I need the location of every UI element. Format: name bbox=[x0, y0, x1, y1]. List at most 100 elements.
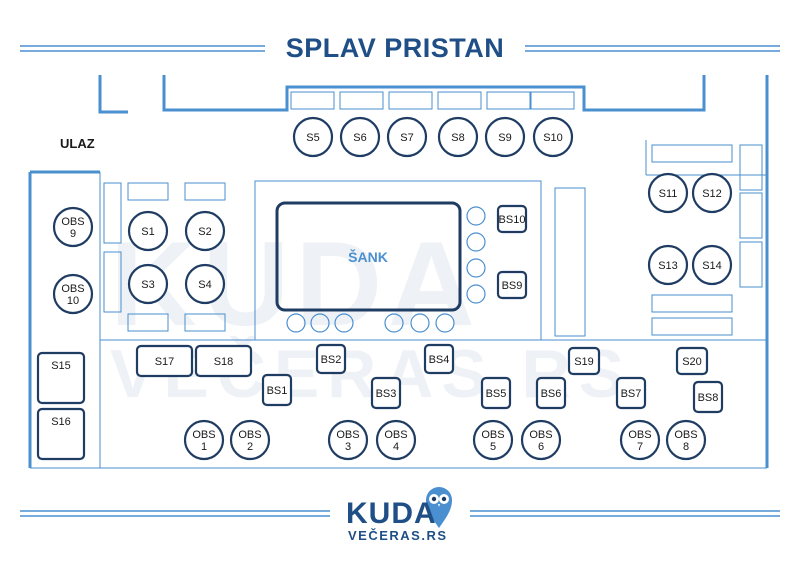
table-s11: S11 bbox=[647, 172, 689, 214]
title-rules bbox=[20, 45, 780, 52]
table-label: OBS bbox=[674, 429, 697, 441]
table-s7: S7 bbox=[386, 116, 428, 158]
table-s13: S13 bbox=[647, 244, 689, 286]
owl-pin-icon bbox=[426, 487, 452, 528]
table-s20: S20 bbox=[675, 346, 709, 376]
table-label: 6 bbox=[538, 441, 544, 453]
table-label: S2 bbox=[198, 226, 211, 238]
entrance-label: ULAZ bbox=[60, 136, 95, 151]
logo-rules bbox=[20, 510, 780, 517]
table-label: OBS bbox=[192, 429, 215, 441]
table-bs10: BS10 bbox=[496, 204, 528, 234]
logo-word: KUDA bbox=[346, 497, 437, 530]
table-s9: S9 bbox=[484, 116, 526, 158]
table-label: S14 bbox=[702, 260, 722, 272]
table-label: S17 bbox=[155, 356, 175, 368]
table-label: BS1 bbox=[267, 385, 288, 397]
table-label: S7 bbox=[400, 132, 413, 144]
table-label: S9 bbox=[498, 132, 511, 144]
table-s18: S18 bbox=[194, 344, 253, 378]
table-label: BS8 bbox=[698, 392, 719, 404]
table-label: BS2 bbox=[321, 354, 342, 366]
table-label: 9 bbox=[70, 228, 76, 240]
table-label: S20 bbox=[682, 356, 702, 368]
table-label: BS10 bbox=[499, 214, 526, 226]
table-s3: S3 bbox=[127, 263, 169, 305]
table-label: BS3 bbox=[376, 388, 397, 400]
table-label: S6 bbox=[353, 132, 366, 144]
table-bs4: BS4 bbox=[423, 343, 455, 375]
table-s2: S2 bbox=[184, 210, 226, 252]
table-s10: S10 bbox=[532, 116, 574, 158]
table-label: S19 bbox=[574, 356, 594, 368]
table-label: 8 bbox=[683, 441, 689, 453]
table-label: S3 bbox=[141, 279, 154, 291]
table-label: S12 bbox=[702, 188, 722, 200]
table-label: S4 bbox=[198, 279, 211, 291]
bar-stools bbox=[286, 206, 486, 333]
table-label: BS9 bbox=[502, 280, 523, 292]
table-label: 7 bbox=[637, 441, 643, 453]
table-label: OBS bbox=[481, 429, 504, 441]
logo-subtitle: VEČERAS.RS bbox=[348, 528, 448, 543]
table-s16: S16 bbox=[36, 407, 86, 461]
bar-label: ŠANK bbox=[348, 248, 388, 265]
table-bs3: BS3 bbox=[370, 376, 402, 410]
table-s6: S6 bbox=[339, 116, 381, 158]
table-label: OBS bbox=[529, 429, 552, 441]
table-label: OBS bbox=[336, 429, 359, 441]
table-bs6: BS6 bbox=[535, 376, 567, 410]
table-s14: S14 bbox=[691, 244, 733, 286]
table-label: S8 bbox=[451, 132, 464, 144]
table-bs2: BS2 bbox=[315, 343, 347, 375]
table-label: S18 bbox=[214, 356, 234, 368]
table-label: 5 bbox=[490, 441, 496, 453]
table-label: 2 bbox=[247, 441, 253, 453]
table-label: OBS bbox=[384, 429, 407, 441]
table-label: OBS bbox=[61, 216, 84, 228]
table-label: OBS bbox=[628, 429, 651, 441]
table-bs7: BS7 bbox=[615, 376, 647, 410]
table-label: BS5 bbox=[486, 388, 507, 400]
table-bs8: BS8 bbox=[692, 380, 724, 414]
table-label: OBS bbox=[61, 283, 84, 295]
table-label: S10 bbox=[543, 132, 563, 144]
table-label: BS6 bbox=[541, 388, 562, 400]
table-label: 3 bbox=[345, 441, 351, 453]
table-s1: S1 bbox=[127, 210, 169, 252]
table-bs9: BS9 bbox=[496, 270, 528, 300]
table-label: 10 bbox=[67, 295, 79, 307]
table-label: S15 bbox=[51, 360, 71, 372]
table-label: S1 bbox=[141, 226, 154, 238]
table-label: S13 bbox=[658, 260, 678, 272]
table-label: BS4 bbox=[429, 354, 450, 366]
table-label: 4 bbox=[393, 441, 399, 453]
table-label: S5 bbox=[306, 132, 319, 144]
benches bbox=[103, 91, 763, 337]
bar-area: ŠANK bbox=[254, 180, 542, 341]
table-label: S11 bbox=[659, 188, 678, 200]
table-s15: S15 bbox=[36, 351, 86, 405]
table-bs1: BS1 bbox=[261, 373, 293, 407]
table-s4: S4 bbox=[184, 263, 226, 305]
table-s19: S19 bbox=[567, 346, 601, 376]
table-label: BS7 bbox=[621, 388, 642, 400]
table-label: S16 bbox=[51, 416, 71, 428]
table-s17: S17 bbox=[135, 344, 194, 378]
table-bs5: BS5 bbox=[480, 376, 512, 410]
table-s12: S12 bbox=[691, 172, 733, 214]
table-s5: S5 bbox=[292, 116, 334, 158]
walls bbox=[28, 75, 769, 468]
